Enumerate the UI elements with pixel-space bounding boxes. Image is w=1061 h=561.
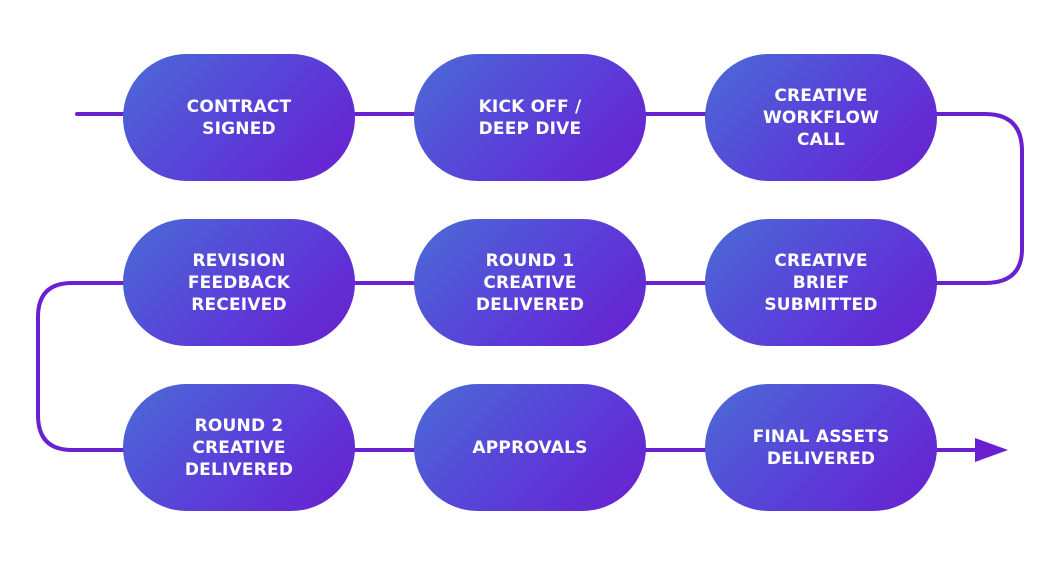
step-kick-off-deep-dive: KICK OFF / DEEP DIVE bbox=[414, 54, 646, 181]
step-label: CONTRACT SIGNED bbox=[186, 96, 292, 139]
step-label: REVISION FEEDBACK RECEIVED bbox=[187, 250, 291, 315]
step-label: ROUND 1 CREATIVE DELIVERED bbox=[475, 250, 585, 315]
step-label: APPROVALS bbox=[472, 437, 588, 458]
step-approvals: APPROVALS bbox=[414, 384, 646, 511]
step-creative-brief-submitted: CREATIVE BRIEF SUBMITTED bbox=[705, 219, 937, 346]
step-label: CREATIVE BRIEF SUBMITTED bbox=[764, 250, 878, 315]
connector-path bbox=[36, 112, 1024, 452]
step-final-assets-delivered: FINAL ASSETS DELIVERED bbox=[705, 384, 937, 511]
step-round-1-creative-delivered: ROUND 1 CREATIVE DELIVERED bbox=[414, 219, 646, 346]
step-contract-signed: CONTRACT SIGNED bbox=[123, 54, 355, 181]
step-label: CREATIVE WORKFLOW CALL bbox=[762, 85, 880, 150]
arrow-head-icon bbox=[975, 438, 1008, 462]
step-creative-workflow-call: CREATIVE WORKFLOW CALL bbox=[705, 54, 937, 181]
step-revision-feedback-received: REVISION FEEDBACK RECEIVED bbox=[123, 219, 355, 346]
step-label: ROUND 2 CREATIVE DELIVERED bbox=[184, 415, 294, 480]
step-label: KICK OFF / DEEP DIVE bbox=[478, 96, 582, 139]
step-round-2-creative-delivered: ROUND 2 CREATIVE DELIVERED bbox=[123, 384, 355, 511]
step-label: FINAL ASSETS DELIVERED bbox=[752, 426, 890, 469]
